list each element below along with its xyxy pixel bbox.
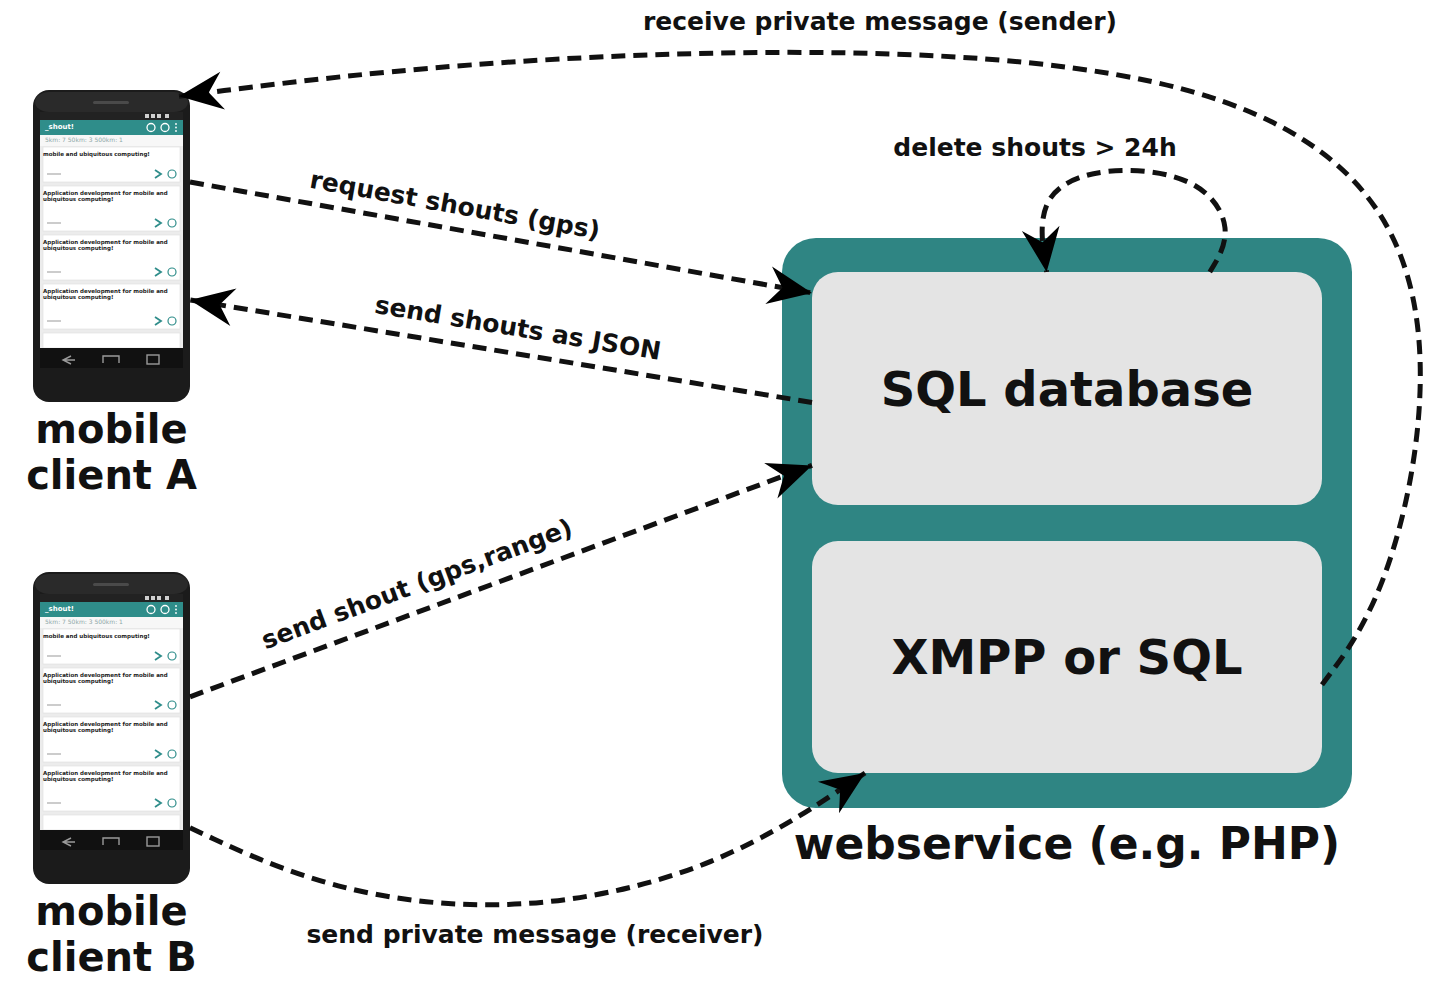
dashed-arrow bbox=[179, 52, 1420, 684]
range-counts: 5km: 7 50km: 3 500km: 1 bbox=[45, 137, 179, 144]
node-caption: mobile client A bbox=[2, 406, 222, 498]
dashed-arrow bbox=[1022, 170, 1225, 272]
node-caption: webservice (e.g. PHP) bbox=[794, 818, 1340, 871]
shout-text: Application development for mobile and u… bbox=[43, 190, 177, 203]
webservice-box: webservice (e.g. PHP)SQL databaseXMPP or… bbox=[782, 238, 1352, 808]
arrowhead bbox=[179, 72, 225, 110]
connector-line bbox=[190, 773, 865, 905]
app-title: _shout! bbox=[45, 123, 125, 131]
app-title: _shout! bbox=[45, 605, 125, 613]
range-counts: 5km: 7 50km: 3 500km: 1 bbox=[45, 619, 179, 626]
edge-label: receive private message (sender) bbox=[643, 7, 1117, 36]
arrowhead bbox=[190, 288, 237, 325]
box-title: XMPP or SQL bbox=[891, 629, 1242, 685]
connector-line bbox=[190, 465, 812, 696]
arrowhead bbox=[818, 773, 865, 813]
shout-text: Application development for mobile and u… bbox=[43, 770, 177, 783]
shout-text: Application development for mobile and u… bbox=[43, 239, 177, 252]
messaging-box: XMPP or SQL bbox=[812, 541, 1322, 773]
database-box: SQL database bbox=[812, 272, 1322, 505]
shout-text: mobile and ubiquitous computing! bbox=[43, 151, 179, 157]
edge-label: send private message (receiver) bbox=[306, 920, 763, 949]
shout-text: mobile and ubiquitous computing! bbox=[43, 633, 179, 639]
node-caption: mobile client B bbox=[2, 888, 222, 980]
connector-line bbox=[179, 52, 1420, 684]
edge-label: request shouts (gps) bbox=[308, 165, 603, 245]
box-title: SQL database bbox=[881, 361, 1254, 417]
dashed-arrow bbox=[190, 463, 812, 697]
arrowhead bbox=[1022, 226, 1060, 272]
edge-label: delete shouts > 24h bbox=[893, 133, 1176, 162]
edge-label: send shout (gps,range) bbox=[258, 513, 577, 655]
connector-line bbox=[1042, 170, 1225, 272]
dashed-arrow bbox=[190, 288, 812, 402]
shout-text: Application development for mobile and u… bbox=[43, 721, 177, 734]
dashed-arrow bbox=[190, 773, 865, 905]
shout-text: Application development for mobile and u… bbox=[43, 288, 177, 301]
arrowhead bbox=[764, 463, 812, 499]
arrowhead bbox=[765, 267, 812, 304]
shout-text: Application development for mobile and u… bbox=[43, 672, 177, 685]
